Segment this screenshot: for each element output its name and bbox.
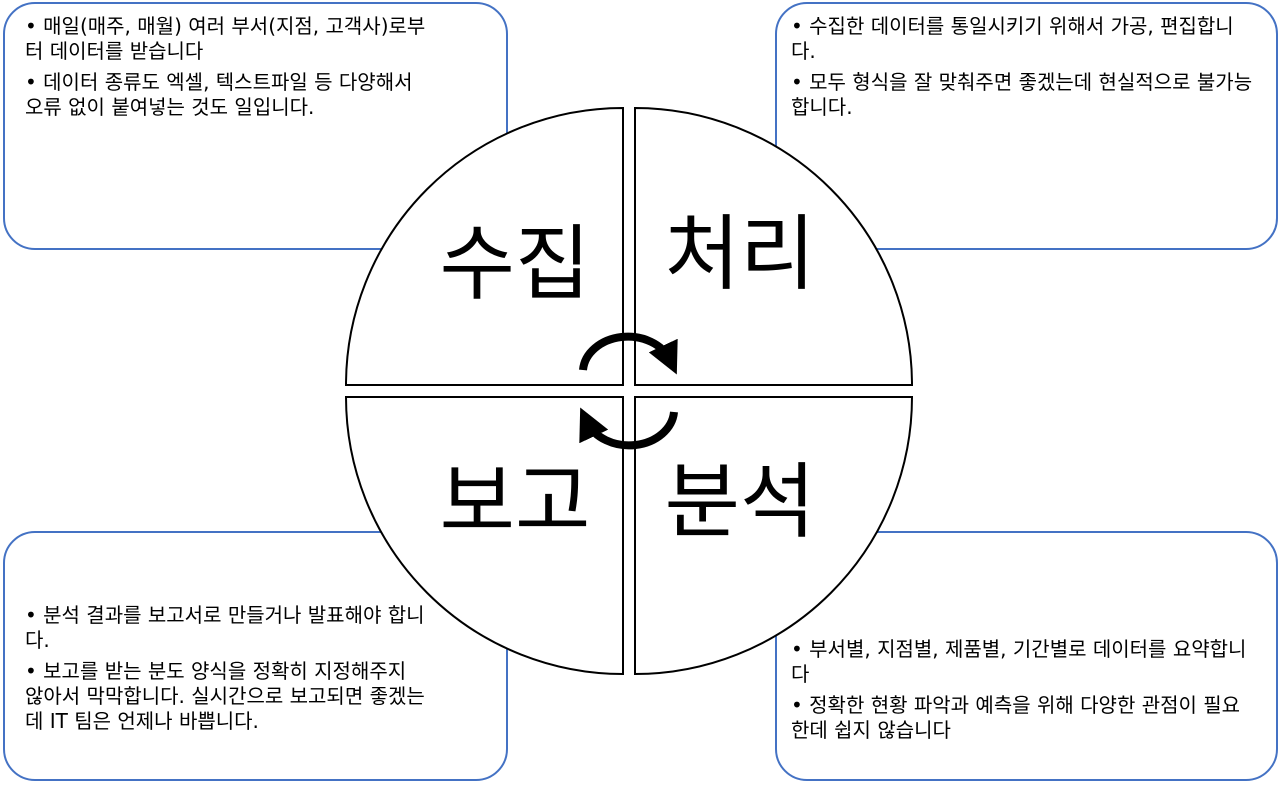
note-report-bullet-2: • 보고를 받는 분도 양식을 정확히 지정해주지 않아서 막막합니다. 실시간… xyxy=(25,659,425,733)
cycle-arrow-top-icon xyxy=(579,332,678,375)
quadrant-analyze xyxy=(634,396,914,676)
note-process-bullet-2: • 모두 형식을 잘 맞춰주면 좋겠는데 현실적으로 불가능합니다. xyxy=(791,70,1253,119)
label-collect: 수집 xyxy=(440,217,591,312)
quadrant-collect xyxy=(344,106,624,386)
quadrant-report xyxy=(344,396,624,676)
cycle-arrow-bottom-icon xyxy=(579,407,678,450)
note-analyze: • 부서별, 지점별, 제품별, 기간별로 데이터를 요약합니다 • 정확한 현… xyxy=(775,531,1278,781)
note-report-bullet-1: • 분석 결과를 보고서로 만들거나 발표해야 합니다. xyxy=(25,603,425,652)
note-collect-bullet-1: • 매일(매주, 매월) 여러 부서(지점, 고객사)로부터 데이터를 받습니다 xyxy=(25,14,426,63)
note-collect: • 매일(매주, 매월) 여러 부서(지점, 고객사)로부터 데이터를 받습니다… xyxy=(3,2,508,250)
note-collect-bullet-2: • 데이터 종류도 엑셀, 텍스트파일 등 다양해서 오류 없이 붙여넣는 것도… xyxy=(25,70,413,119)
quadrant-process xyxy=(634,106,914,386)
label-analyze: 분석 xyxy=(665,455,816,550)
label-process: 처리 xyxy=(665,207,816,302)
note-process: • 수집한 데이터를 통일시키기 위해서 가공, 편집합니다. • 모두 형식을… xyxy=(775,2,1278,250)
note-analyze-bullet-2: • 정확한 현황 파악과 예측을 위해 다양한 관점이 필요한데 쉽지 않습니다 xyxy=(791,693,1241,742)
note-analyze-bullet-1: • 부서별, 지점별, 제품별, 기간별로 데이터를 요약합니다 xyxy=(791,637,1247,686)
note-process-bullet-1: • 수집한 데이터를 통일시키기 위해서 가공, 편집합니다. xyxy=(791,14,1234,63)
label-report: 보고 xyxy=(440,455,591,550)
